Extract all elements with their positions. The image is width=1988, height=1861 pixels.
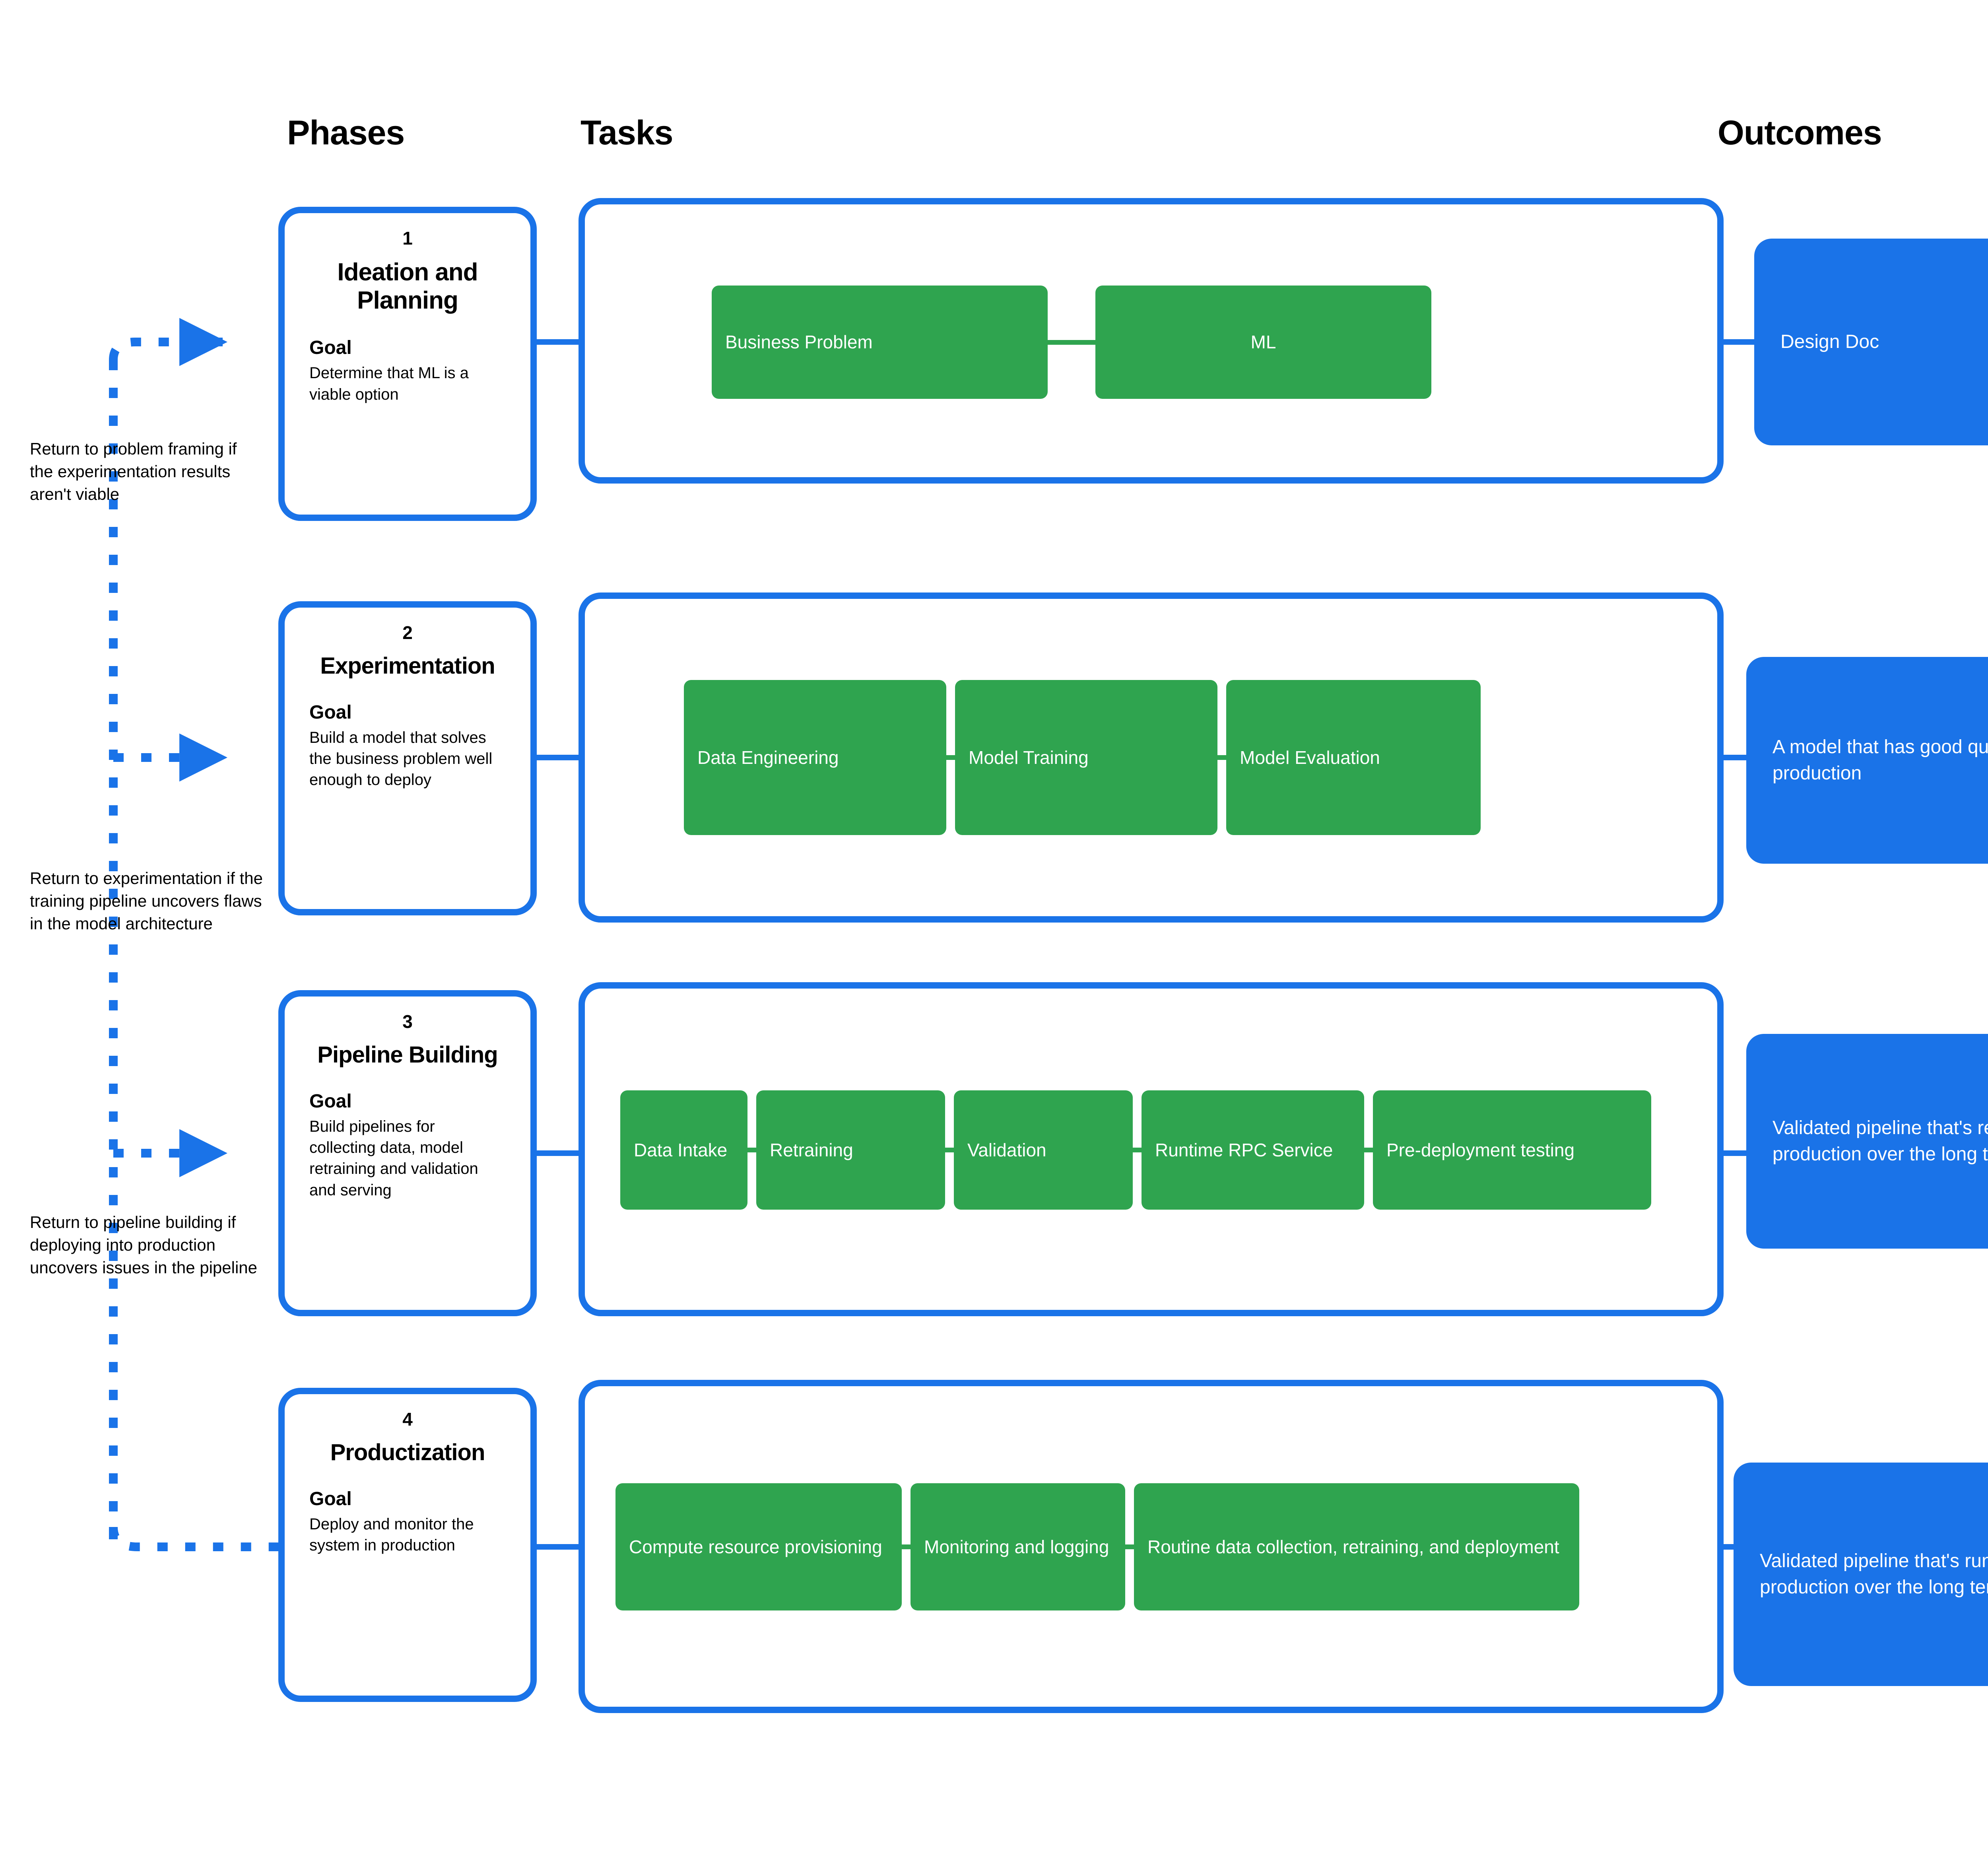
task-box[interactable]: Model Evaluation <box>1226 680 1481 835</box>
outcome-label: Validated pipeline that's ready for prod… <box>1773 1117 1988 1165</box>
task-label: Business Problem <box>725 332 873 353</box>
task-box[interactable]: Pre-deployment testing <box>1373 1090 1651 1210</box>
column-header-tasks: Tasks <box>580 114 673 152</box>
feedback-note-1: Return to problem framing if the experim… <box>30 439 237 504</box>
task-connector <box>946 755 955 760</box>
task-label: Validation <box>967 1139 1046 1160</box>
feedback-branch-1 <box>109 318 228 366</box>
phase-number: 4 <box>402 1409 413 1430</box>
phase-card-3[interactable]: 3 Pipeline Building Goal Build pipelines… <box>278 990 537 1316</box>
outcome-label: A model that has good quality for produc… <box>1773 736 1988 784</box>
task-row-1: Business Problem ML <box>712 286 1431 399</box>
column-header-outcomes: Outcomes <box>1718 114 1882 152</box>
phase-title: Pipeline Building <box>317 1042 498 1068</box>
phase-title: Ideation and Planning <box>337 258 478 314</box>
phase-goal-text: Determine that ML is a viable option <box>309 364 469 403</box>
task-label: Model Training <box>969 747 1089 768</box>
task-connector <box>747 1148 756 1152</box>
task-box[interactable]: Routine data collection, retraining, and… <box>1134 1483 1579 1610</box>
task-box[interactable]: Business Problem <box>712 286 1048 399</box>
phase-goal-label: Goal <box>309 1488 352 1510</box>
task-box[interactable]: Monitoring and logging <box>911 1483 1125 1610</box>
phase-card-1[interactable]: 1 Ideation and Planning Goal Determine t… <box>278 207 537 521</box>
task-box[interactable]: Validation <box>954 1090 1133 1210</box>
outcome-label: Design Doc <box>1780 331 1879 352</box>
feedback-note-2: Return to experimentation if the trainin… <box>30 869 263 933</box>
feedback-branch-4 <box>109 1527 278 1551</box>
task-label: Compute resource provisioning <box>629 1536 882 1557</box>
phase-goal-text: Deploy and monitor the system in product… <box>309 1515 474 1554</box>
task-connector <box>1364 1148 1373 1152</box>
task-box[interactable]: ML <box>1095 286 1431 399</box>
outcome-card-3[interactable]: Validated pipeline that's ready for prod… <box>1746 1034 1988 1249</box>
task-connector <box>1125 1544 1134 1549</box>
task-box[interactable]: Model Training <box>955 680 1217 835</box>
task-box[interactable]: Compute resource provisioning <box>615 1483 902 1610</box>
phase-card-4[interactable]: 4 Productization Goal Deploy and monitor… <box>278 1388 537 1702</box>
phase-goal-text: Build pipelines for collecting data, mod… <box>309 1118 478 1199</box>
outcome-label: Validated pipeline that's running in pro… <box>1760 1550 1988 1598</box>
phase-goal-text: Build a model that solves the business p… <box>309 729 493 789</box>
phase-goal-label: Goal <box>309 337 352 359</box>
task-box[interactable]: Runtime RPC Service <box>1142 1090 1364 1210</box>
feedback-note-3: Return to pipeline building if deploying… <box>30 1213 258 1277</box>
phase-card-2[interactable]: 2 Experimentation Goal Build a model tha… <box>278 601 537 915</box>
phase-title: Experimentation <box>320 653 495 679</box>
phase-goal-label: Goal <box>309 1091 352 1112</box>
task-connector <box>1217 755 1226 760</box>
column-header-phases: Phases <box>287 114 405 152</box>
task-row-3: Data Intake Retraining Validation Runtim… <box>620 1090 1651 1210</box>
task-row-2: Data Engineering Model Training Model Ev… <box>684 680 1481 835</box>
phase-number: 1 <box>402 228 413 249</box>
phase-number: 2 <box>402 622 413 643</box>
task-label: Data Engineering <box>697 747 839 768</box>
task-label: Routine data collection, retraining, and… <box>1147 1536 1559 1557</box>
task-box[interactable]: Data Intake <box>620 1090 747 1210</box>
task-label: Model Evaluation <box>1240 747 1380 768</box>
task-outcome-links <box>1724 339 1754 1550</box>
task-label: Monitoring and logging <box>924 1536 1109 1557</box>
task-connector <box>902 1544 911 1549</box>
phase-number: 3 <box>402 1011 413 1032</box>
task-connector <box>945 1148 954 1152</box>
task-connector <box>1048 340 1095 345</box>
task-box[interactable]: Retraining <box>756 1090 945 1210</box>
task-label: Data Intake <box>634 1139 728 1160</box>
task-box[interactable]: Data Engineering <box>684 680 946 835</box>
task-label: Runtime RPC Service <box>1155 1139 1333 1160</box>
task-connector <box>1133 1148 1142 1152</box>
phase-title: Productization <box>330 1439 485 1465</box>
outcome-card-1[interactable]: Design Doc <box>1754 239 1988 445</box>
task-row-4: Compute resource provisioning Monitoring… <box>615 1483 1579 1610</box>
task-label: Retraining <box>770 1139 853 1160</box>
task-label: Pre-deployment testing <box>1386 1139 1575 1160</box>
outcome-card-4[interactable]: Validated pipeline that's running in pro… <box>1734 1463 1988 1686</box>
outcome-card-2[interactable]: A model that has good quality for produc… <box>1746 657 1988 864</box>
task-label: ML <box>1250 332 1276 353</box>
phase-task-links <box>537 339 579 1550</box>
phase-goal-label: Goal <box>309 702 352 723</box>
